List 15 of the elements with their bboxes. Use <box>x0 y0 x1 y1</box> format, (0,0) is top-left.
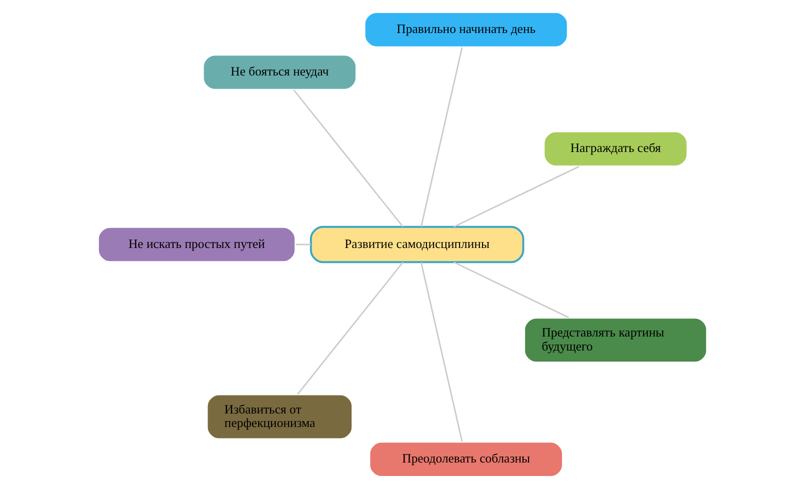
node-box: Награждать себя <box>542 130 688 168</box>
node-box: Представлять картины будущего <box>522 316 708 364</box>
connector <box>453 166 579 228</box>
connector <box>296 262 403 395</box>
node-box: Развитие самодисциплины <box>309 226 524 264</box>
connector <box>420 47 462 227</box>
connector <box>295 244 310 246</box>
node-box: Избавиться от перфекционизма <box>205 393 354 440</box>
connector <box>453 262 569 318</box>
node-box: Не бояться неудач <box>201 54 357 91</box>
connector <box>292 89 403 228</box>
connector <box>420 262 462 442</box>
node-box: Не искать простых путей <box>96 226 296 264</box>
node-box: Правильно начинать день <box>362 11 568 48</box>
node-box: Преодолевать соблазны <box>368 440 564 478</box>
